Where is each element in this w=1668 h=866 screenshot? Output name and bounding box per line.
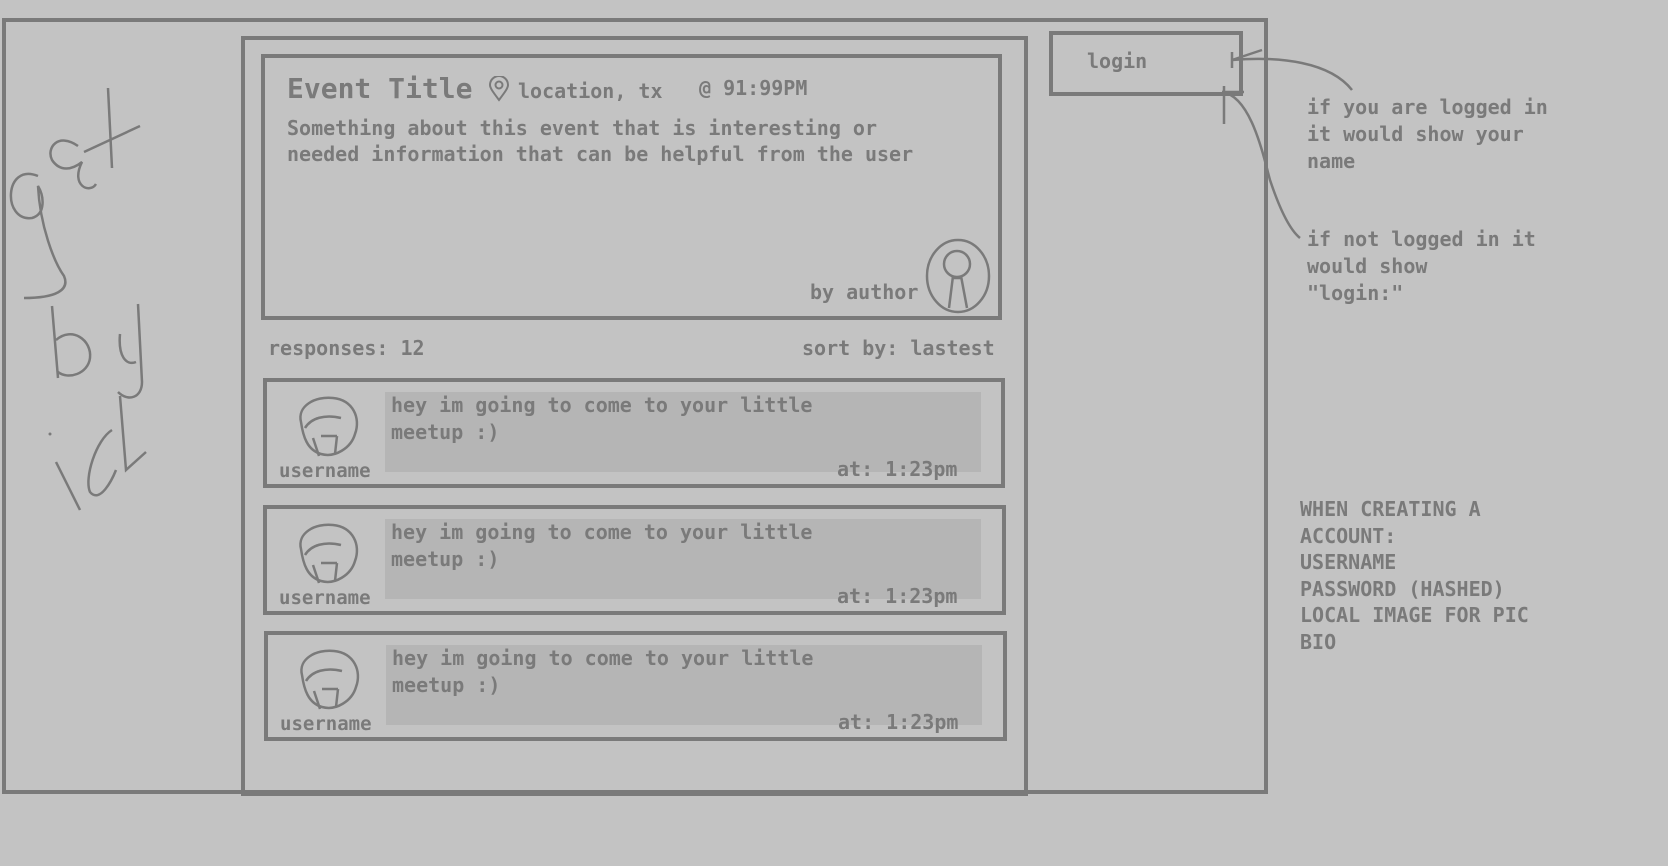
response-text-line2: meetup :) — [391, 420, 500, 444]
response-username[interactable]: username — [279, 587, 371, 609]
login-button[interactable]: login — [1049, 31, 1243, 96]
event-author: by author — [810, 280, 919, 304]
user-avatar-icon — [291, 392, 363, 462]
note-line: BIO — [1300, 629, 1337, 654]
response-username[interactable]: username — [280, 713, 372, 735]
event-time: @ 91:99PM — [699, 76, 808, 100]
login-label: login — [1087, 49, 1148, 73]
response-card: username hey im going to come to your li… — [263, 378, 1005, 488]
response-text-line1: hey im going to come to your little — [391, 520, 813, 544]
event-title: Event Title — [287, 72, 473, 105]
note-line: LOCAL IMAGE FOR PIC — [1300, 603, 1529, 627]
event-description-line2: needed information that can be helpful f… — [287, 142, 914, 166]
response-bubble — [385, 519, 981, 599]
note-line: "login:" — [1307, 281, 1404, 305]
response-username[interactable]: username — [279, 460, 371, 482]
note-line: PASSWORD (HASHED) — [1300, 576, 1505, 601]
note-line: ACCOUNT: — [1300, 523, 1397, 548]
response-text-line2: meetup :) — [391, 547, 500, 571]
note-create-account: WHEN CREATING A ACCOUNT: USERNAME PASSWO… — [1300, 496, 1529, 655]
response-text-line2: meetup :) — [392, 673, 501, 697]
map-pin-icon — [487, 76, 511, 102]
note-line: it would show your — [1307, 122, 1524, 146]
main-panel — [241, 36, 1028, 796]
response-text-line1: hey im going to come to your little — [391, 393, 813, 417]
note-line: WHEN CREATING A — [1300, 497, 1481, 521]
event-card: Event Title location, tx @ 91:99PM Somet… — [261, 54, 1002, 320]
responses-count: responses: 12 — [268, 336, 425, 360]
event-location: location, tx — [518, 79, 663, 103]
user-avatar-icon — [291, 519, 363, 589]
response-time: at: 1:23pm — [837, 457, 958, 481]
note-not-logged-in: if not logged in it would show "login:" — [1307, 226, 1536, 307]
note-line: would show — [1307, 254, 1428, 278]
response-text-line1: hey im going to come to your little — [392, 646, 814, 670]
note-line: if not logged in it — [1307, 227, 1536, 251]
note-line: name — [1307, 149, 1356, 173]
response-card: username hey im going to come to your li… — [264, 631, 1007, 741]
note-line: USERNAME — [1300, 550, 1397, 574]
response-time: at: 1:23pm — [838, 710, 959, 734]
event-description-line1: Something about this event that is inter… — [287, 116, 878, 140]
note-line: if you are logged in — [1307, 95, 1548, 119]
sort-by-dropdown[interactable]: sort by: lastest — [802, 336, 995, 360]
response-bubble — [386, 645, 982, 725]
note-logged-in: if you are logged in it would show your … — [1307, 94, 1548, 175]
user-avatar-icon — [292, 645, 364, 715]
response-bubble — [385, 392, 981, 472]
avatar-icon[interactable] — [923, 238, 993, 316]
response-card: username hey im going to come to your li… — [263, 505, 1006, 615]
response-time: at: 1:23pm — [837, 584, 958, 608]
